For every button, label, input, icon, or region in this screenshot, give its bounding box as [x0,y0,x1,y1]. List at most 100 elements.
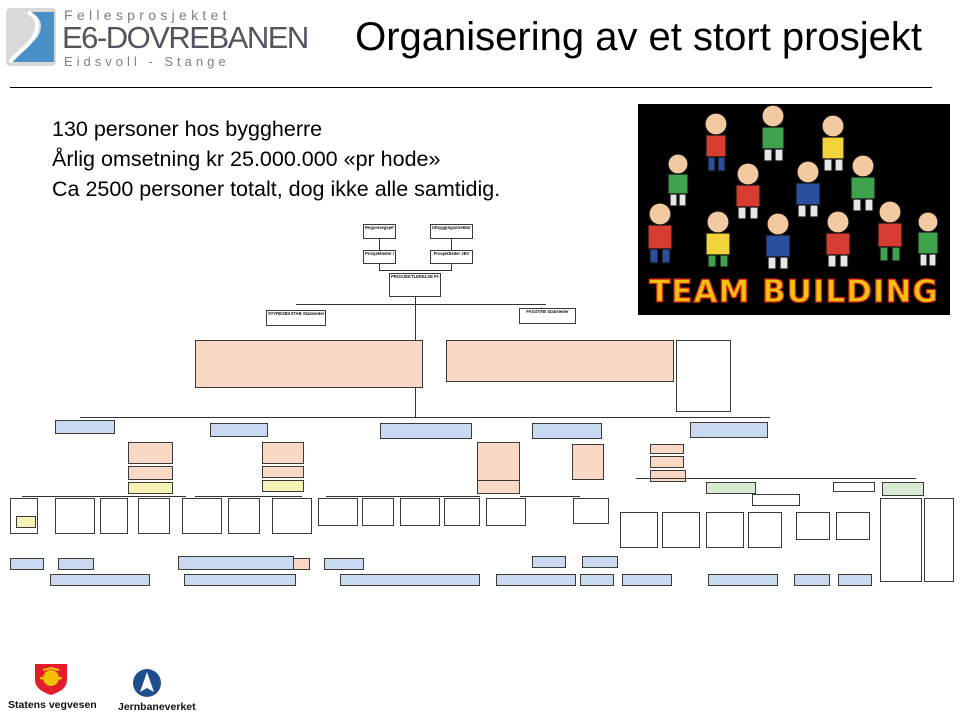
org-chart: Regionvegsjef SVV Utbyggingsdirektør JBV… [0,220,960,600]
org-box-contractor-wide [708,574,778,586]
org-box-contractor [532,556,566,568]
org-box-sub [262,480,304,492]
org-box-leaf [748,512,782,548]
road-authority-emblem-icon [35,664,67,695]
org-box-leaf [362,498,394,526]
team-building-caption: TEAM BUILDING [648,273,939,310]
org-box-team [752,494,800,506]
org-box-contractor [58,558,94,570]
logo-main-text: E6-DOVREBANEN [62,20,309,55]
org-box-sub [128,442,173,464]
org-box-leaf [228,498,260,534]
statens-vegvesen-logo: Statens vegvesen [8,662,108,712]
org-box-sub [650,470,686,482]
cartoon-figure [647,202,673,264]
org-box-sub [572,444,604,480]
org-box-unit [690,422,768,438]
org-box-contractor [10,558,44,570]
jernbaneverket-label: Jernbaneverket [118,701,196,713]
org-box-leaf [100,498,128,534]
org-box-sub [262,466,304,478]
cartoon-figure [761,104,785,162]
org-box-sub [650,444,684,454]
cartoon-figure [705,210,731,268]
e6-dovrebanen-logo: Fellesprosjektet E6-DOVREBANEN Eidsvoll … [6,6,309,69]
cartoon-figure [821,114,845,172]
staff-table-side [676,340,731,412]
org-box-leaf [662,512,700,548]
org-box-project-leader-jbv: Prosjektleder JBV [430,250,473,264]
slide-title: Organisering av et stort prosjekt [355,15,922,59]
org-box-sub [262,442,304,464]
org-box-leaf [55,498,95,534]
cartoon-figure [704,112,728,172]
org-box-contractor-wide [794,574,830,586]
org-box-region-road: Regionvegsjef SVV [363,224,396,239]
org-box-contractor-wide [580,574,614,586]
org-box-contractor [324,558,364,570]
org-box-leaf [880,498,922,582]
cartoon-figure [765,212,791,270]
org-box-unit [55,420,115,434]
org-box-leaf [924,498,954,582]
org-box-leaf [16,516,36,528]
org-box-leaf [400,498,440,526]
staff-table [446,340,674,382]
org-box-leaf [796,512,830,540]
org-box-sub [128,482,173,494]
org-box-sub [128,466,173,480]
org-box-contractor-wide [184,574,296,586]
team-building-image: TEAM BUILDING [638,104,950,315]
logo-top-line: Fellesprosjektet [64,7,231,23]
cartoon-figure [735,162,761,220]
bullet-item: Ca 2500 personer totalt, dog ikke alle s… [52,177,501,201]
statens-vegvesen-label: Statens vegvesen [8,699,97,711]
org-box-contractor [582,556,618,568]
org-box-leaf [486,498,526,526]
org-box-project-leader-svv: Prosjektleder SVV [363,250,396,264]
org-box-team [706,482,756,494]
cartoon-figure [825,210,851,268]
org-box-unit [210,423,268,437]
title-divider [10,87,932,88]
org-box-unit [532,423,602,439]
jernbaneverket-logo: Jernbaneverket [118,664,198,713]
org-box-leaf [573,498,609,524]
bullet-item: Årlig omsetning kr 25.000.000 «pr hode» [52,147,441,171]
org-box-project-management: PROSJEKTLEDELSE Prosjektleder [389,273,441,297]
org-box-staff-right: FAGSTAB Stabsleder [519,308,576,324]
bullet-list: 130 personer hos byggherre Årlig omsetni… [52,114,500,204]
railway-emblem-icon [133,669,161,697]
org-box-team [882,482,924,496]
staff-table [195,340,423,388]
cartoon-figure [850,154,876,212]
cartoon-figures-illustration [647,104,939,270]
org-box-leaf [318,498,358,526]
org-box-rail-director: Utbyggingsdirektør JBV [430,224,473,239]
org-box-leaf [272,498,312,534]
org-box-leaf [836,512,870,540]
org-box-contractor-wide [496,574,576,586]
org-box-leaf [182,498,222,534]
org-box-sub [477,480,520,494]
cartoon-figure [917,211,939,267]
org-box-contractor-wide [340,574,480,586]
org-box-contractor-wide [50,574,150,586]
cartoon-figure [877,200,903,262]
org-box-unit [380,423,472,439]
org-box-contractor-wide [838,574,872,586]
org-box-contractor [178,556,294,570]
bullet-item: 130 personer hos byggherre [52,117,323,141]
logo-bottom-line: Eidsvoll - Stange [64,54,230,69]
org-box-leaf [138,498,170,534]
cartoon-figure [795,160,821,218]
org-box-team [833,482,875,492]
org-box-sub [650,456,684,468]
org-box-leaf [620,512,658,548]
org-box-leaf [706,512,744,548]
org-box-leaf [444,498,480,526]
cartoon-figure [667,153,689,207]
org-box-contractor-wide [622,574,672,586]
org-box-staff-left: STYRESEKSTAB Stabsleder [266,310,326,326]
road-rail-logo-icon [6,8,56,66]
